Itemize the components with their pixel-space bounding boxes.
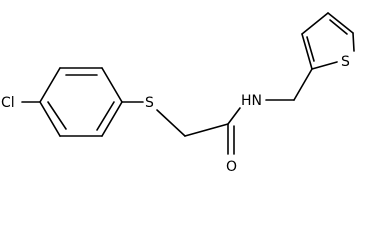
bond-ch2-to-carbonyl [184,123,229,137]
ring-bond [101,67,123,103]
thiophene-ring [301,12,355,70]
ring-bond [39,101,61,137]
ring-bond [39,67,61,103]
ring-double-bond [96,101,115,131]
thiophene-sulfur-label: S [341,54,350,70]
sulfur-label: S [145,95,154,111]
bond-carbonyl-to-n [227,107,241,125]
bond-ch2-to-thiophene [293,68,313,101]
ring-bond [301,33,313,70]
ring-bond [311,61,338,70]
bond-s-to-ch2 [156,109,186,137]
ring-double-bond [329,19,348,35]
ring-bond [352,32,355,52]
ring-double-bond [306,36,315,62]
ring-double-bond [47,101,67,130]
ring-bond [101,101,123,137]
chlorine-label: Cl [1,95,15,111]
ring-bond [327,12,354,34]
ring-bond [301,12,329,35]
chemical-structure: Cl S HN O S [1,12,355,175]
chlorophenyl-ring [39,67,123,137]
oxygen-label: O [226,159,237,175]
amide-nitrogen-label: HN [241,93,262,109]
